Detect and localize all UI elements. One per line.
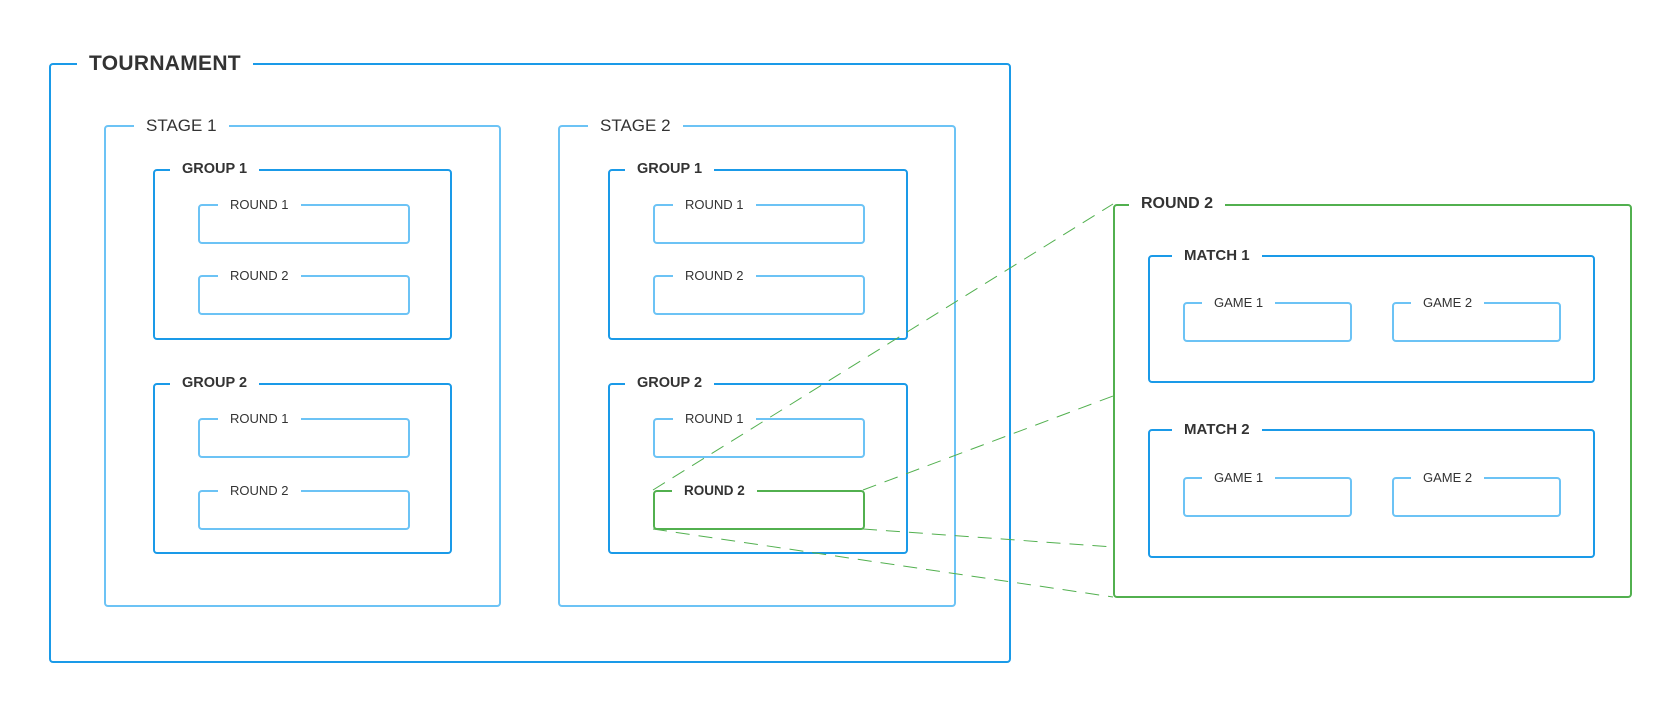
stage-1-group-2-box[interactable]: GROUP 2 ROUND 1 ROUND 2 <box>153 376 452 554</box>
match-1-game-1-box[interactable]: GAME 1 <box>1183 296 1352 342</box>
selected-round-label: ROUND 2 <box>672 484 757 498</box>
stage-2-box[interactable]: STAGE 2 GROUP 1 ROUND 1 ROUND 2 GROUP 2 … <box>558 117 956 607</box>
game-label: GAME 1 <box>1202 471 1276 484</box>
stage-2-group-1-label: GROUP 1 <box>625 162 715 177</box>
stage-2-label: STAGE 2 <box>588 117 683 134</box>
stage-1-group-1-round-2-box[interactable]: ROUND 2 <box>198 269 410 315</box>
stage-2-group-2-box[interactable]: GROUP 2 ROUND 1 ROUND 2 <box>608 376 908 554</box>
tournament-box[interactable]: TOURNAMENT STAGE 1 GROUP 1 ROUND 1 ROUND… <box>49 53 1011 663</box>
match-2-box[interactable]: MATCH 2 GAME 1 GAME 2 <box>1148 422 1595 558</box>
stage-1-box[interactable]: STAGE 1 GROUP 1 ROUND 1 ROUND 2 GROUP 2 … <box>104 117 501 607</box>
stage-1-group-1-label: GROUP 1 <box>170 162 260 177</box>
stage-1-group-2-round-2-box[interactable]: ROUND 2 <box>198 484 410 530</box>
match-2-game-2-box[interactable]: GAME 2 <box>1392 471 1561 517</box>
round-label: ROUND 1 <box>218 198 301 211</box>
stage-1-group-1-round-1-box[interactable]: ROUND 1 <box>198 198 410 244</box>
round-label: ROUND 1 <box>673 198 756 211</box>
stage-1-label: STAGE 1 <box>134 117 229 134</box>
round-label: ROUND 2 <box>218 269 301 282</box>
tournament-label: TOURNAMENT <box>77 53 253 74</box>
stage-1-group-2-label: GROUP 2 <box>170 376 260 391</box>
stage-2-group-2-label: GROUP 2 <box>625 376 715 391</box>
stage-1-group-2-round-1-box[interactable]: ROUND 1 <box>198 412 410 458</box>
round-label: ROUND 1 <box>673 412 756 425</box>
stage-1-group-1-box[interactable]: GROUP 1 ROUND 1 ROUND 2 <box>153 162 452 340</box>
stage-2-group-1-round-1-box[interactable]: ROUND 1 <box>653 198 865 244</box>
stage-2-group-1-box[interactable]: GROUP 1 ROUND 1 ROUND 2 <box>608 162 908 340</box>
game-label: GAME 2 <box>1411 296 1485 309</box>
round-label: ROUND 2 <box>218 484 301 497</box>
round-detail-label: ROUND 2 <box>1129 196 1226 212</box>
round-label: ROUND 2 <box>673 269 756 282</box>
match-1-game-2-box[interactable]: GAME 2 <box>1392 296 1561 342</box>
stage-2-group-2-round-2-selected-box[interactable]: ROUND 2 <box>653 484 865 530</box>
round-label: ROUND 1 <box>218 412 301 425</box>
game-label: GAME 1 <box>1202 296 1276 309</box>
round-detail-box[interactable]: ROUND 2 MATCH 1 GAME 1 GAME 2 MATCH 2 GA… <box>1113 196 1632 598</box>
game-label: GAME 2 <box>1411 471 1485 484</box>
stage-2-group-2-round-1-box[interactable]: ROUND 1 <box>653 412 865 458</box>
match-2-label: MATCH 2 <box>1172 422 1262 437</box>
match-1-box[interactable]: MATCH 1 GAME 1 GAME 2 <box>1148 248 1595 383</box>
match-1-label: MATCH 1 <box>1172 248 1262 263</box>
stage-2-group-1-round-2-box[interactable]: ROUND 2 <box>653 269 865 315</box>
match-2-game-1-box[interactable]: GAME 1 <box>1183 471 1352 517</box>
